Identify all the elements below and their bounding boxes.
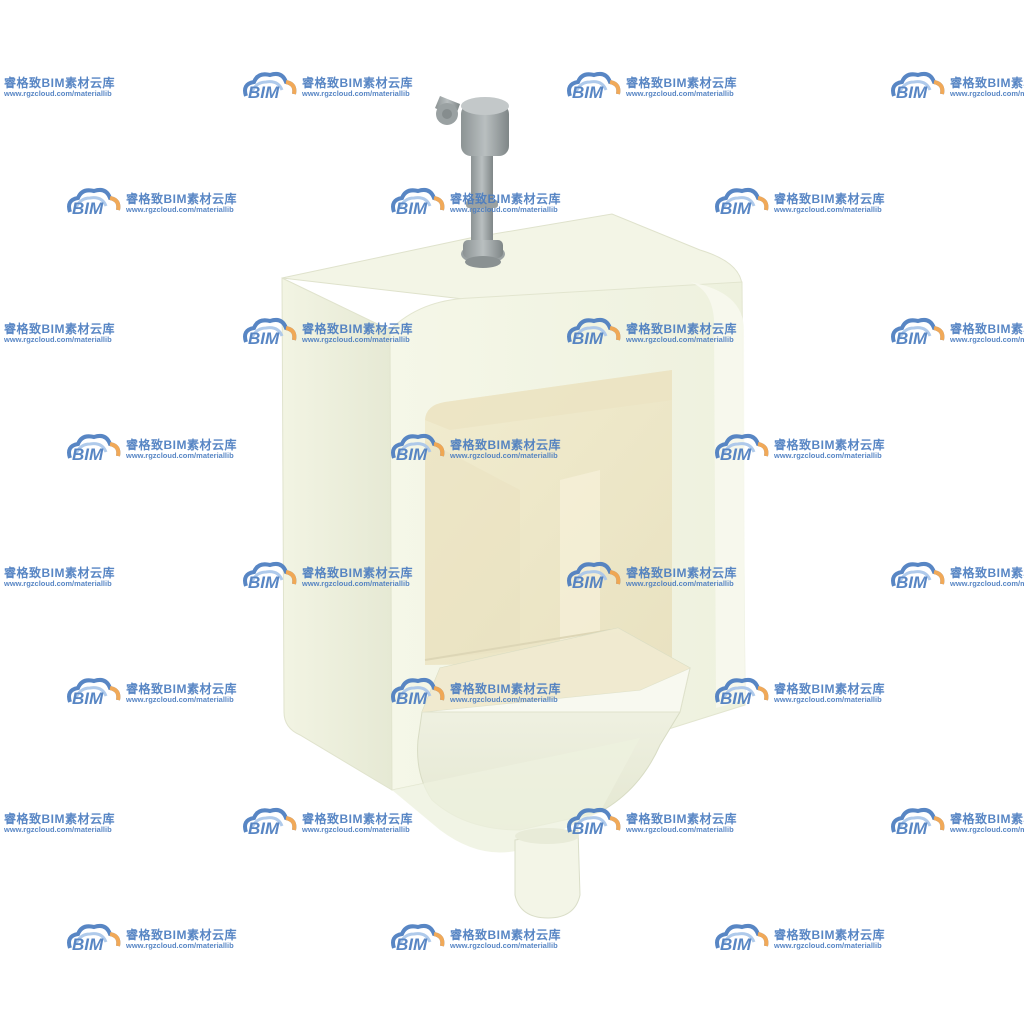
urinal-cavity (425, 370, 672, 665)
flush-valve (435, 96, 509, 268)
urinal-left-side (281, 277, 393, 791)
drain-pipe (514, 829, 581, 919)
